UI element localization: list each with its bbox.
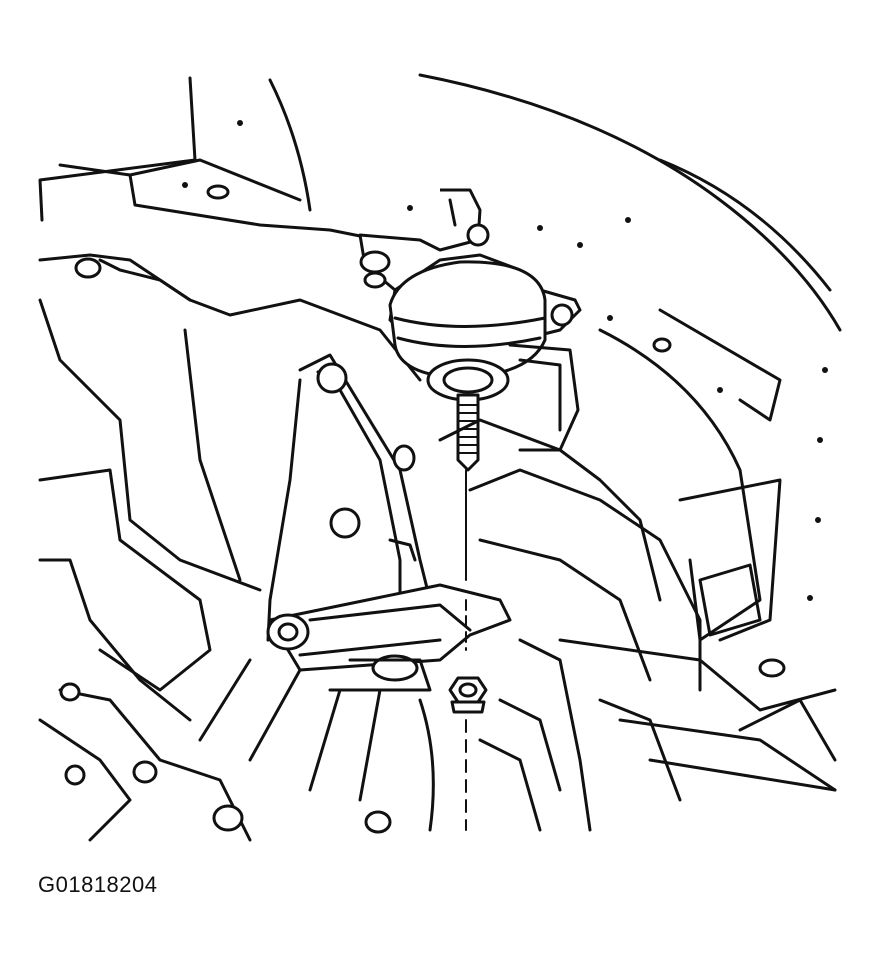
lower-bracket — [198, 583, 512, 832]
engine-mount-illustration — [38, 73, 842, 842]
figure-code: G01818204 — [38, 872, 158, 897]
mount-stud — [456, 393, 480, 472]
engine-mount-insulator — [358, 188, 582, 452]
subframe — [438, 418, 837, 832]
mount-nut — [448, 676, 488, 714]
body-frame — [38, 73, 842, 792]
engine-block — [38, 253, 422, 842]
